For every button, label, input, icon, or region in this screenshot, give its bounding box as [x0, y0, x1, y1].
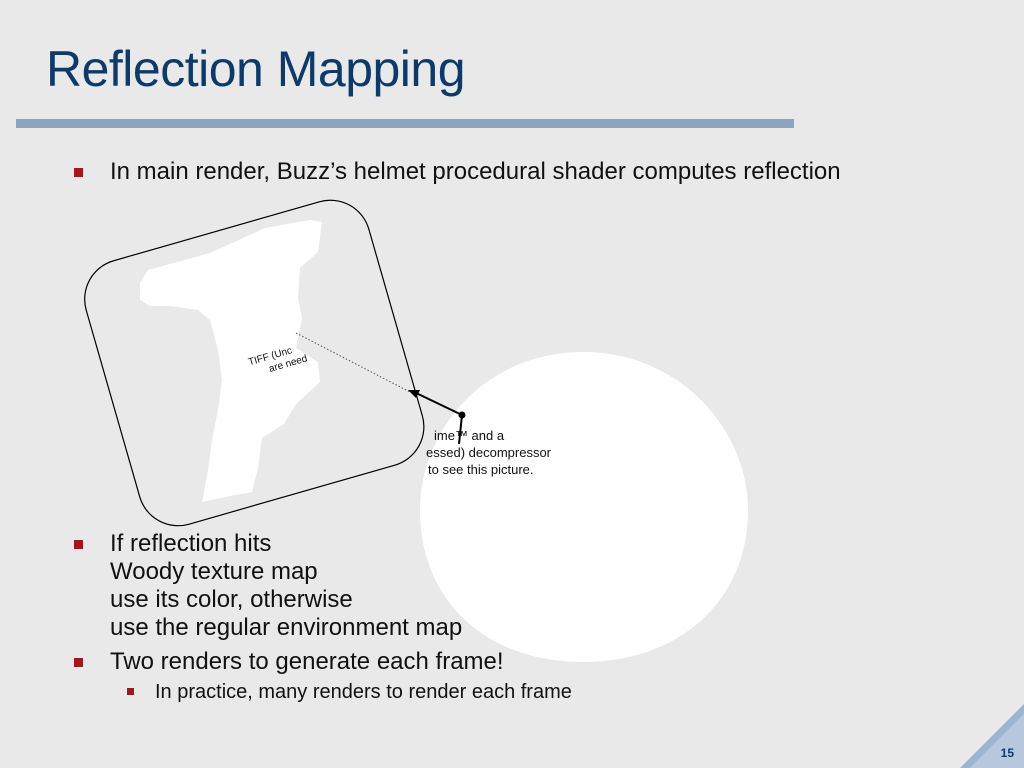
bullet-3: Two renders to generate each frame!: [74, 648, 504, 676]
bullet-text-line-1: If reflection hits: [110, 530, 272, 557]
bullet-1: In main render, Buzz’s helmet procedural…: [74, 158, 841, 186]
reflection-ray: [295, 332, 411, 393]
bullet-marker: [74, 658, 83, 667]
sphere-placeholder-line-2: essed) decompressor: [426, 445, 552, 460]
bullet-text-line-2: Woody texture map: [110, 558, 318, 585]
page-number: 15: [1000, 746, 1014, 760]
reflection-arrow: [413, 391, 463, 416]
sphere-placeholder-line-3: to see this picture.: [428, 462, 534, 477]
sub-bullet-text: In practice, many renders to render each…: [155, 681, 572, 703]
environment-sphere: [420, 352, 748, 662]
bullet-text: In main render, Buzz’s helmet procedural…: [110, 158, 841, 185]
bullet-marker: [74, 168, 83, 177]
bullet-marker: [74, 540, 83, 549]
sub-bullet-marker: [127, 688, 134, 695]
slide-title: Reflection Mapping: [46, 41, 466, 97]
bullet-text: Two renders to generate each frame!: [110, 648, 504, 675]
bullet-text-line-3: use its color, otherwise: [110, 586, 353, 613]
sphere-placeholder-line-1: ime™ and a: [434, 428, 505, 443]
ray-origin-stem: [458, 414, 463, 445]
bullet-text-line-4: use the regular environment map: [110, 614, 463, 641]
sub-bullet-1: In practice, many renders to render each…: [127, 680, 572, 704]
title-underline: [16, 119, 794, 128]
bullet-2: If reflection hits Woody texture map use…: [74, 530, 463, 642]
corner-decoration: [960, 704, 1024, 768]
woody-silhouette: [140, 220, 322, 502]
arrow-head: [408, 390, 420, 398]
